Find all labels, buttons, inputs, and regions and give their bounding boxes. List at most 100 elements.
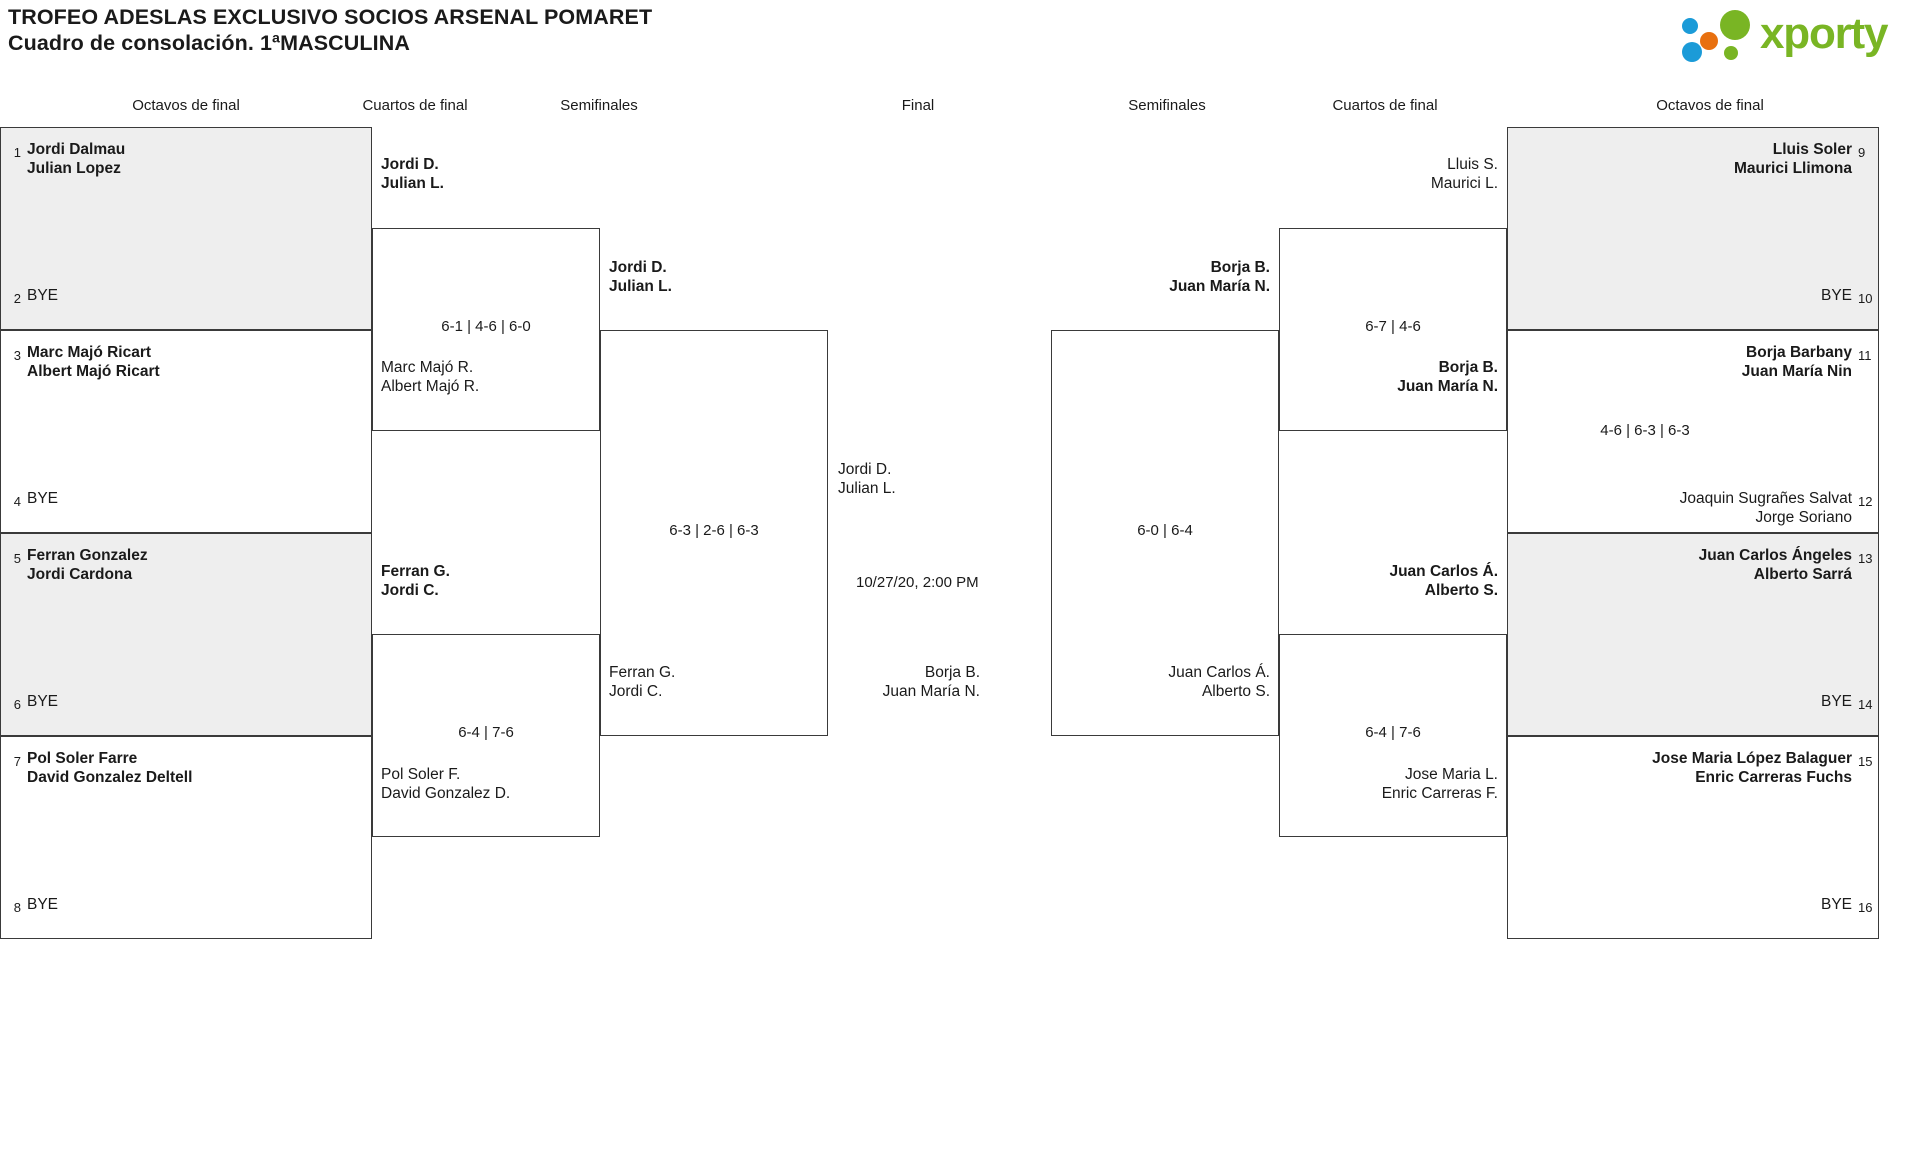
match-score: 6-3 | 2-6 | 6-3 — [669, 522, 759, 539]
player-line-1: Lluis S. — [1447, 156, 1498, 173]
player-line-1: Marc Majó Ricart — [27, 344, 152, 361]
player-line-1: Marc Majó R. — [381, 359, 474, 376]
player-names: Borja Barbany Juan María Nin — [1742, 343, 1852, 381]
player-names: Pol Soler Farre David Gonzalez Deltell — [27, 749, 192, 787]
qf-right-1-bottom-entrant: Borja B. Juan María N. — [1258, 358, 1498, 396]
player-names: BYE — [27, 287, 59, 304]
player-line-2: Jordi C. — [609, 683, 663, 700]
player-line-1: Jose Maria López Balaguer — [1652, 750, 1852, 767]
player-slot: 11 Borja Barbany Juan María Nin — [1508, 343, 1878, 381]
player-slot: 5 Ferran Gonzalez Jordi Cardona — [1, 546, 371, 584]
player-line-1: Borja B. — [1210, 259, 1270, 276]
player-line-1: Juan Carlos Á. — [1168, 664, 1270, 681]
match-box-sfr-1[interactable]: 6-0 | 6-4 — [1051, 330, 1279, 736]
final-datetime: 10/27/20, 2:00 PM — [856, 574, 979, 591]
player-line-2: Albert Majó Ricart — [27, 363, 160, 380]
player-slot: 13 Juan Carlos Ángeles Alberto Sarrá — [1508, 546, 1878, 584]
match-score: 6-1 | 4-6 | 6-0 — [441, 318, 531, 335]
player-slot: 3 Marc Majó Ricart Albert Majó Ricart — [1, 343, 371, 381]
player-line-1: Jordi D. — [609, 259, 667, 276]
match-box-r16r-1[interactable]: 9 Lluis Soler Maurici Llimona 10 BYE — [1507, 127, 1879, 330]
player-names: Jose Maria López Balaguer Enric Carreras… — [1652, 749, 1852, 787]
round-header-final: Final — [901, 97, 935, 114]
xporty-logo[interactable]: xporty — [1656, 6, 1906, 64]
player-line-1: Ferran G. — [381, 563, 450, 580]
player-line-2: Enric Carreras Fuchs — [1695, 769, 1852, 786]
match-box-r16l-4[interactable]: 7 Pol Soler Farre David Gonzalez Deltell… — [0, 736, 372, 939]
match-score: 6-4 | 7-6 — [1365, 724, 1421, 741]
player-line-2: Julian L. — [609, 278, 672, 295]
player-slot: 16 BYE — [1508, 895, 1878, 917]
player-line-2: David Gonzalez D. — [381, 785, 511, 802]
player-slot: 12 Joaquin Sugrañes Salvat Jorge Soriano — [1508, 489, 1878, 527]
player-line-1: Borja B. — [1438, 359, 1498, 376]
match-box-qfl-1[interactable]: 6-1 | 4-6 | 6-0 — [372, 228, 600, 431]
player-line-1: Joaquin Sugrañes Salvat — [1679, 490, 1852, 507]
tournament-subtitle: Cuadro de consolación. 1ªMASCULINA — [8, 31, 410, 55]
round-header-sf-left: Semifinales — [560, 97, 638, 114]
logo-wordmark: xporty — [1760, 9, 1888, 58]
player-slot: 4 BYE — [1, 489, 371, 511]
player-slot: 7 Pol Soler Farre David Gonzalez Deltell — [1, 749, 371, 787]
player-names: Joaquin Sugrañes Salvat Jorge Soriano — [1680, 489, 1852, 527]
qf-left-2-top-entrant: Ferran G. Jordi C. — [381, 562, 450, 600]
seed-number: 2 — [13, 291, 21, 306]
match-score: 6-4 | 7-6 — [458, 724, 514, 741]
seed-number: 10 — [1858, 291, 1873, 306]
round-header-r16-right: Octavos de final — [1656, 97, 1764, 114]
player-names: BYE — [27, 693, 59, 710]
player-line-1: Ferran G. — [609, 664, 676, 681]
player-line-1: Pol Soler F. — [381, 766, 461, 783]
player-slot: 6 BYE — [1, 692, 371, 714]
match-box-qfl-2[interactable]: 6-4 | 7-6 — [372, 634, 600, 837]
player-line-1: Juan Carlos Á. — [1389, 563, 1498, 580]
player-line-1: Lluis Soler — [1772, 141, 1852, 158]
match-box-qfr-1[interactable]: 6-7 | 4-6 — [1279, 228, 1507, 431]
round-header-qf-right: Cuartos de final — [1332, 97, 1438, 114]
player-line-2: Juan María N. — [1169, 278, 1270, 295]
player-slot: 14 BYE — [1508, 692, 1878, 714]
match-box-r16r-3[interactable]: 13 Juan Carlos Ángeles Alberto Sarrá 14 … — [1507, 533, 1879, 736]
qf-left-1-top-entrant: Jordi D. Julian L. — [381, 155, 444, 193]
match-box-sfl-1[interactable]: 6-3 | 2-6 | 6-3 — [600, 330, 828, 736]
player-names: BYE — [27, 490, 59, 507]
qf-right-2-top-entrant: Juan Carlos Á. Alberto S. — [1258, 562, 1498, 600]
seed-number: 16 — [1858, 900, 1873, 915]
player-slot: 2 BYE — [1, 286, 371, 308]
match-box-r16r-4[interactable]: 15 Jose Maria López Balaguer Enric Carre… — [1507, 736, 1879, 939]
player-line-2: Maurici Llimona — [1734, 160, 1852, 177]
match-score: 4-6 | 6-3 | 6-3 — [1600, 422, 1690, 439]
final-bottom-entrant: Borja B. Juan María N. — [820, 663, 980, 701]
sf-right-bottom-entrant: Juan Carlos Á. Alberto S. — [1030, 663, 1270, 701]
player-line-1: Jordi D. — [381, 156, 439, 173]
player-line-2: Juan María N. — [882, 683, 980, 700]
match-box-r16l-3[interactable]: 5 Ferran Gonzalez Jordi Cardona 6 BYE — [0, 533, 372, 736]
qf-right-1-top-entrant: Lluis S. Maurici L. — [1258, 155, 1498, 193]
player-line-2: Juan María N. — [1397, 378, 1498, 395]
player-line-1: Pol Soler Farre — [27, 750, 138, 767]
seed-number: 12 — [1858, 494, 1873, 509]
player-names: BYE — [27, 896, 59, 913]
final-top-entrant: Jordi D. Julian L. — [838, 460, 896, 498]
match-box-r16l-2[interactable]: 3 Marc Majó Ricart Albert Majó Ricart 4 … — [0, 330, 372, 533]
player-slot: 15 Jose Maria López Balaguer Enric Carre… — [1508, 749, 1878, 787]
player-names: Ferran Gonzalez Jordi Cardona — [27, 546, 148, 584]
match-score: 6-0 | 6-4 — [1137, 522, 1193, 539]
player-line-1: Borja B. — [924, 664, 980, 681]
player-names: Juan Carlos Ángeles Alberto Sarrá — [1699, 546, 1852, 584]
seed-number: 13 — [1858, 551, 1873, 566]
round-header-sf-right: Semifinales — [1128, 97, 1206, 114]
player-line-1: Jordi Dalmau — [27, 141, 126, 158]
player-names: Marc Majó Ricart Albert Majó Ricart — [27, 343, 160, 381]
match-box-qfr-2[interactable]: 6-4 | 7-6 — [1279, 634, 1507, 837]
player-names: Jordi Dalmau Julian Lopez — [27, 140, 125, 178]
match-box-r16r-2[interactable]: 11 Borja Barbany Juan María Nin 4-6 | 6-… — [1507, 330, 1879, 533]
seed-number: 7 — [13, 754, 21, 769]
match-box-r16l-1[interactable]: 1 Jordi Dalmau Julian Lopez 2 BYE — [0, 127, 372, 330]
player-line-2: Julian L. — [381, 175, 444, 192]
player-line-2: Maurici L. — [1430, 175, 1498, 192]
qf-right-2-bottom-entrant: Jose Maria L. Enric Carreras F. — [1258, 765, 1498, 803]
player-slot: 10 BYE — [1508, 286, 1878, 308]
match-score: 6-7 | 4-6 — [1365, 318, 1421, 335]
